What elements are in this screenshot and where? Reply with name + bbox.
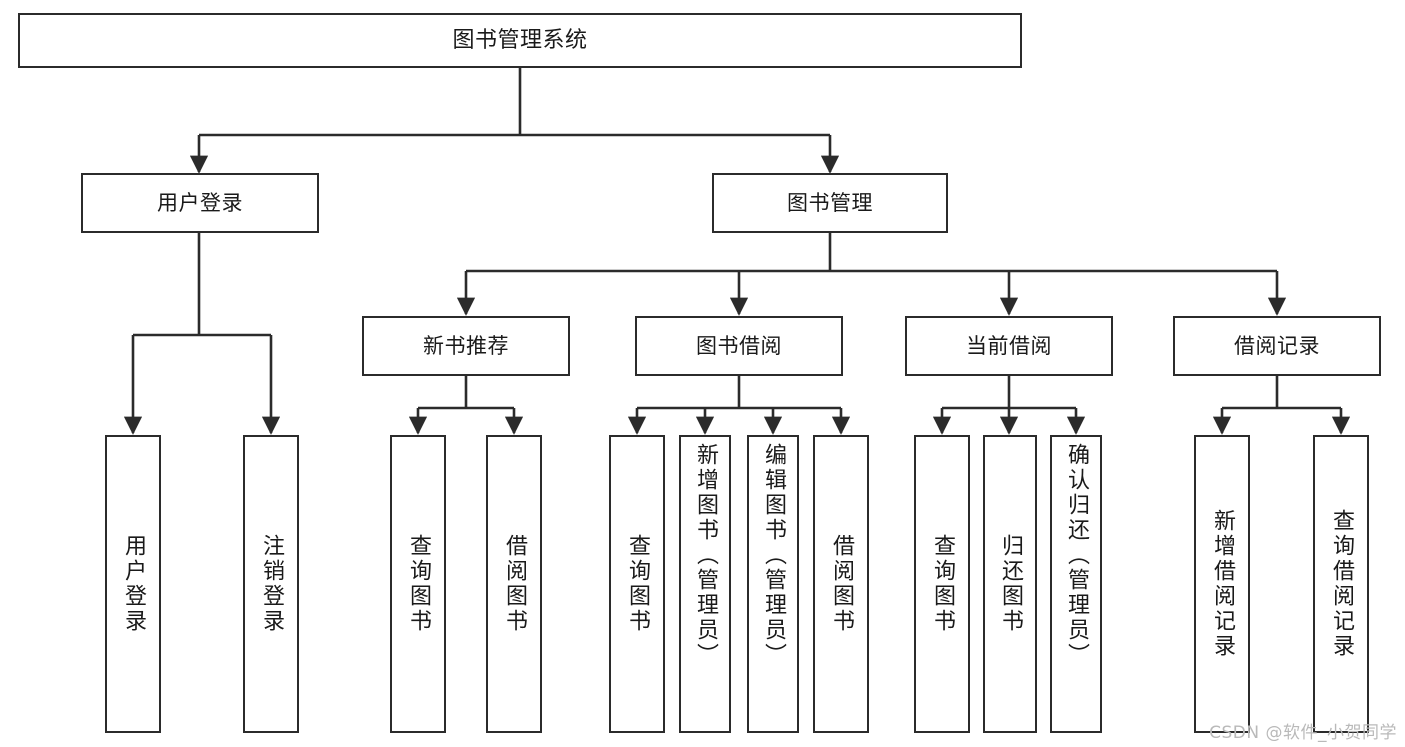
node-book-management[interactable]: 图书管理 bbox=[712, 173, 948, 233]
leaf-borrow-record-query[interactable]: 查询借阅记录 bbox=[1313, 435, 1369, 733]
node-label: 查询图书 bbox=[625, 534, 650, 634]
node-label: 查询借阅记录 bbox=[1329, 509, 1354, 659]
leaf-user-login-logout[interactable]: 注销登录 bbox=[243, 435, 299, 733]
leaf-current-borrow-return[interactable]: 归还图书 bbox=[983, 435, 1037, 733]
leaf-new-book-query[interactable]: 查询图书 bbox=[390, 435, 446, 733]
leaf-book-borrow-borrow[interactable]: 借阅图书 bbox=[813, 435, 869, 733]
node-label: 新书推荐 bbox=[423, 333, 509, 358]
leaf-user-login-login[interactable]: 用户登录 bbox=[105, 435, 161, 733]
leaf-book-borrow-edit[interactable]: 编辑图书（管理员） bbox=[747, 435, 799, 733]
node-label: 新增图书（管理员） bbox=[693, 443, 718, 668]
node-label: 用户登录 bbox=[157, 190, 243, 215]
node-label: 编辑图书（管理员） bbox=[761, 443, 786, 668]
node-label: 用户登录 bbox=[121, 534, 146, 634]
watermark-text: CSDN @软件_小贺同学 bbox=[1209, 723, 1397, 743]
leaf-new-book-borrow[interactable]: 借阅图书 bbox=[486, 435, 542, 733]
node-label: 借阅图书 bbox=[502, 534, 527, 634]
node-new-book-recommend[interactable]: 新书推荐 bbox=[362, 316, 570, 376]
leaf-book-borrow-add[interactable]: 新增图书（管理员） bbox=[679, 435, 731, 733]
node-label: 借阅图书 bbox=[829, 534, 854, 634]
node-label: 借阅记录 bbox=[1234, 333, 1320, 358]
node-label: 图书管理 bbox=[787, 190, 873, 215]
leaf-borrow-record-add[interactable]: 新增借阅记录 bbox=[1194, 435, 1250, 733]
node-label: 图书借阅 bbox=[696, 333, 782, 358]
node-label: 查询图书 bbox=[406, 534, 431, 634]
node-label: 新增借阅记录 bbox=[1210, 509, 1235, 659]
leaf-current-borrow-confirm-return[interactable]: 确认归还（管理员） bbox=[1050, 435, 1102, 733]
leaf-book-borrow-query[interactable]: 查询图书 bbox=[609, 435, 665, 733]
node-label: 确认归还（管理员） bbox=[1064, 443, 1089, 668]
node-label: 注销登录 bbox=[259, 534, 284, 634]
node-book-borrow[interactable]: 图书借阅 bbox=[635, 316, 843, 376]
node-label: 当前借阅 bbox=[966, 333, 1052, 358]
node-label: 查询图书 bbox=[930, 534, 955, 634]
node-label: 归还图书 bbox=[998, 534, 1023, 634]
node-current-borrow[interactable]: 当前借阅 bbox=[905, 316, 1113, 376]
leaf-current-borrow-query[interactable]: 查询图书 bbox=[914, 435, 970, 733]
node-user-login[interactable]: 用户登录 bbox=[81, 173, 319, 233]
node-borrow-record[interactable]: 借阅记录 bbox=[1173, 316, 1381, 376]
node-root-system[interactable]: 图书管理系统 bbox=[18, 13, 1022, 68]
node-label: 图书管理系统 bbox=[452, 27, 588, 53]
